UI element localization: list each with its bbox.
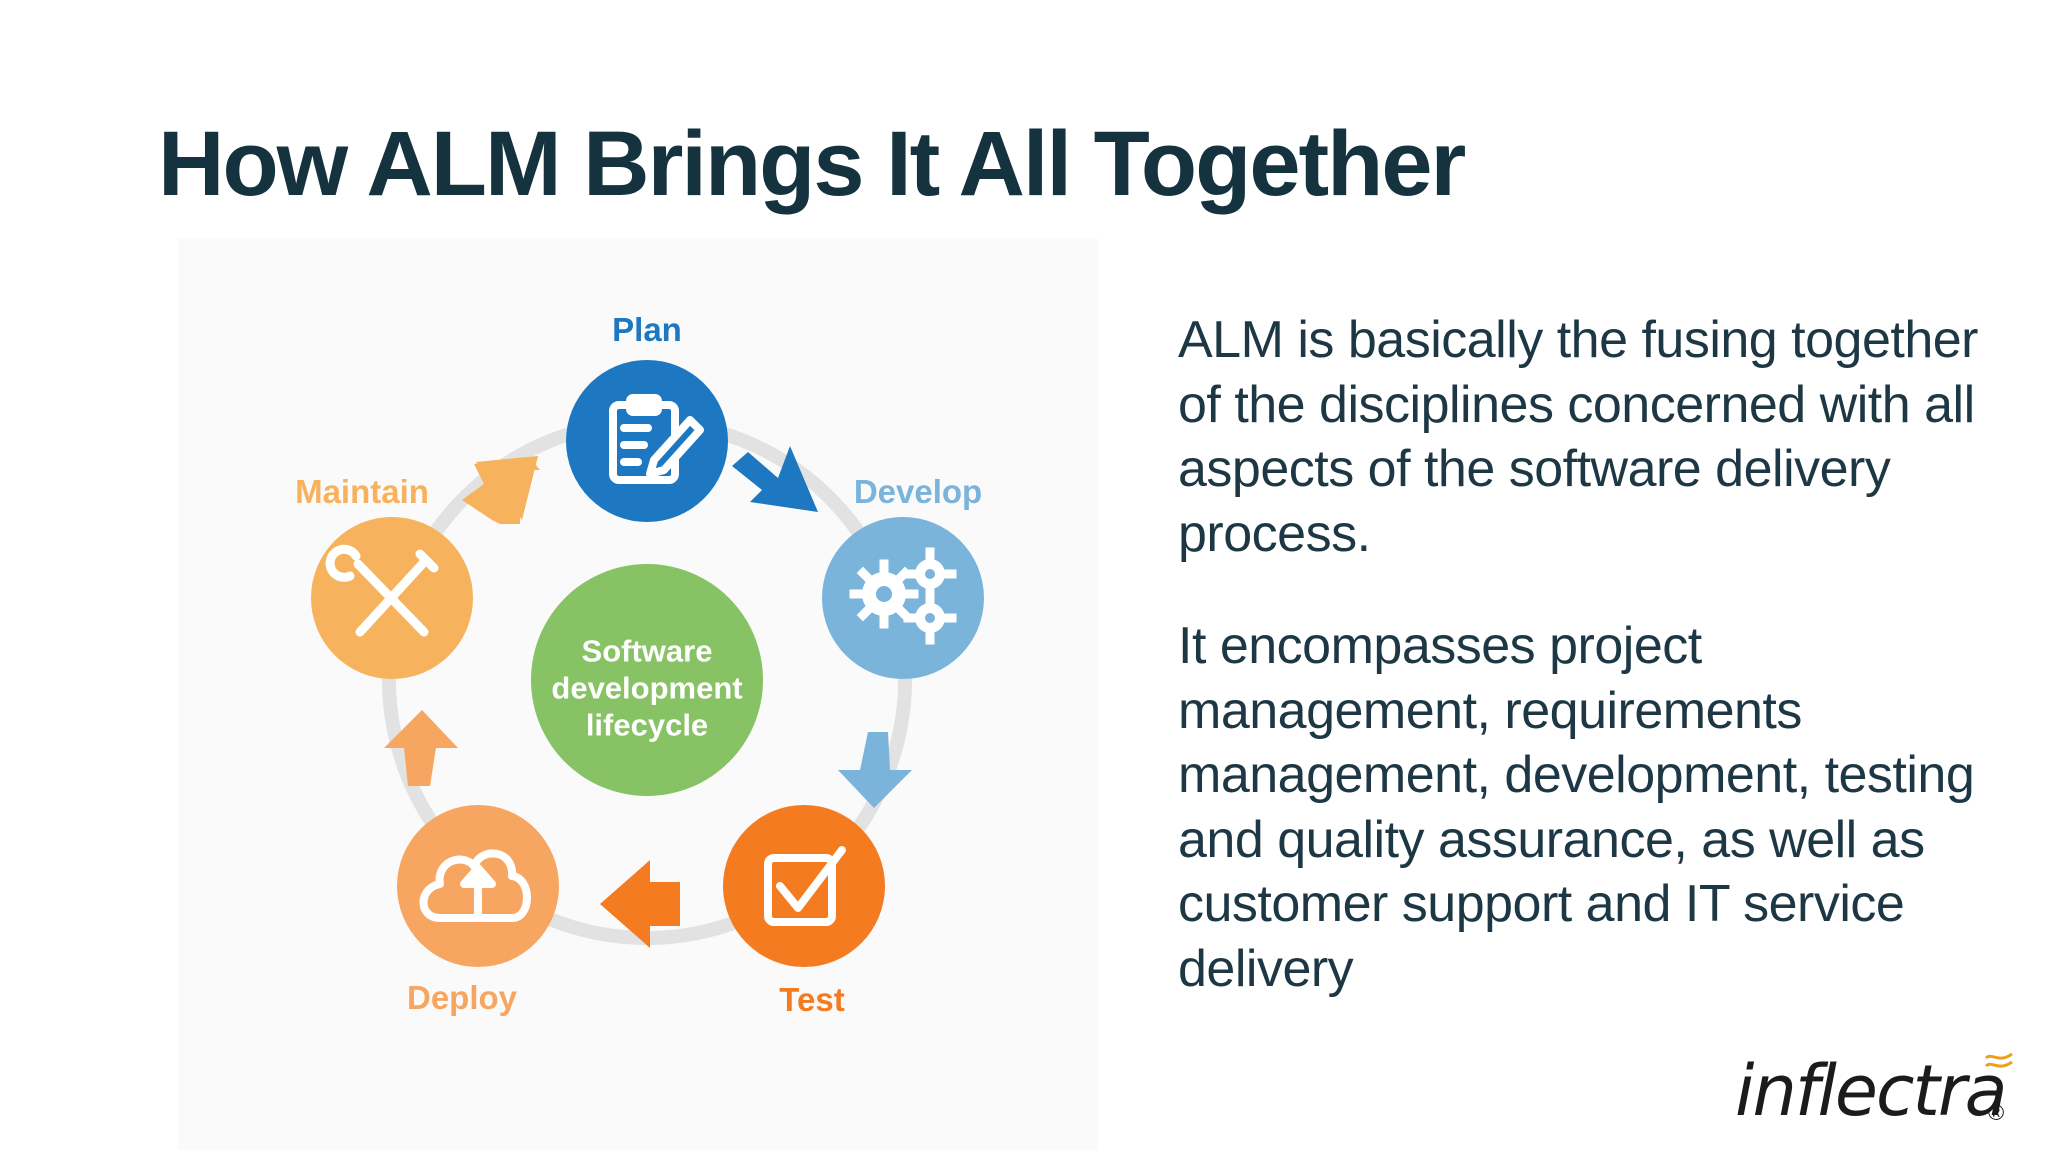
- paragraph-2: It encompasses project management, requi…: [1178, 617, 1975, 998]
- inflectra-logo: inflectra: [1735, 1050, 2008, 1132]
- deploy-node: [397, 805, 559, 967]
- text-block-1: ALM is basically the fusing together of …: [1178, 308, 1978, 566]
- arrow-deploy-to-maintain: [384, 710, 458, 786]
- stage-label-maintain: Maintain: [295, 473, 429, 510]
- arrow-maintain-to-plan-head: [476, 456, 538, 520]
- develop-node: [822, 517, 984, 679]
- gears-icon: [849, 547, 957, 645]
- stage-label-deploy: Deploy: [406, 979, 518, 1016]
- center-label-line: lifecycle: [585, 707, 709, 743]
- stage-label-test: Test: [779, 981, 845, 1018]
- paragraph-1: ALM is basically the fusing together of …: [1178, 311, 1978, 563]
- stage-label-develop: Develop: [853, 473, 983, 510]
- arrow-test-to-deploy: [600, 860, 680, 948]
- slide-title: How ALM Brings It All Together: [158, 113, 1466, 215]
- wrench-screwdriver-icon: [325, 544, 439, 637]
- plan-node: [566, 360, 728, 522]
- center-label-line: development: [551, 670, 743, 706]
- maintain-node: [311, 517, 473, 679]
- clipboard-pencil-icon: [609, 394, 704, 484]
- center-label-line: Software: [581, 633, 713, 669]
- center-circle: [531, 564, 763, 796]
- logo-wave-icon: [1984, 1052, 2013, 1068]
- registered-mark: ®: [1988, 1100, 2005, 1125]
- checkbox-icon: [764, 846, 846, 926]
- test-node: [723, 805, 885, 967]
- cloud-upload-icon: [419, 849, 531, 922]
- center-label: Software development lifecycle: [532, 633, 762, 744]
- arrow-plan-to-develop: [732, 446, 818, 512]
- text-block-2: It encompasses project management, requi…: [1178, 614, 1978, 1001]
- stage-label-plan: Plan: [612, 311, 682, 348]
- arrow-develop-to-test: [838, 732, 912, 808]
